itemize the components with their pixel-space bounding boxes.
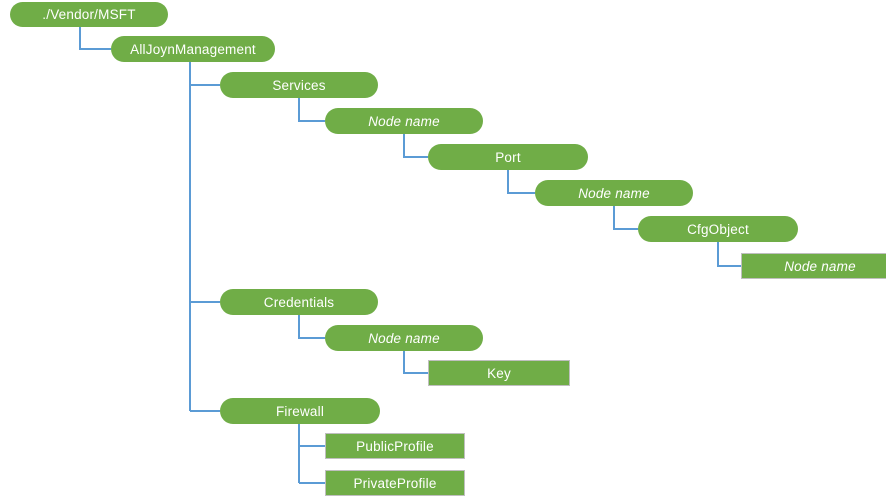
tree-node-privateprofile[interactable]: PrivateProfile [325, 470, 465, 496]
tree-node-vendor-msft[interactable]: ./Vendor/MSFT [10, 2, 168, 27]
tree-node-cfgobject[interactable]: CfgObject [638, 216, 798, 242]
tree-node-credentials-node-name[interactable]: Node name [325, 325, 483, 351]
connector-nodename-to-key [403, 351, 428, 374]
tree-node-firewall[interactable]: Firewall [220, 398, 380, 424]
connector-vendor-to-alljoyn [79, 27, 111, 50]
connector-nodename-to-cfgobject [613, 206, 638, 230]
tree-node-port-node-name[interactable]: Node name [535, 180, 693, 206]
tree-node-services[interactable]: Services [220, 72, 378, 98]
connector-nodename-to-port [403, 134, 428, 158]
tree-node-services-node-name[interactable]: Node name [325, 108, 483, 134]
connector-services-to-nodename [298, 98, 325, 122]
connector-credentials-to-nodename [298, 315, 325, 339]
tree-node-credentials[interactable]: Credentials [220, 289, 378, 315]
tree-node-alljoynmanagement[interactable]: AllJoynManagement [111, 36, 275, 62]
connector-port-to-nodename [507, 170, 535, 194]
tree-node-cfgobject-node-name[interactable]: Node name [741, 253, 886, 279]
tree-node-publicprofile[interactable]: PublicProfile [325, 433, 465, 459]
connector-cfgobject-to-nodename [717, 242, 741, 267]
tree-node-key[interactable]: Key [428, 360, 570, 386]
tree-node-port[interactable]: Port [428, 144, 588, 170]
